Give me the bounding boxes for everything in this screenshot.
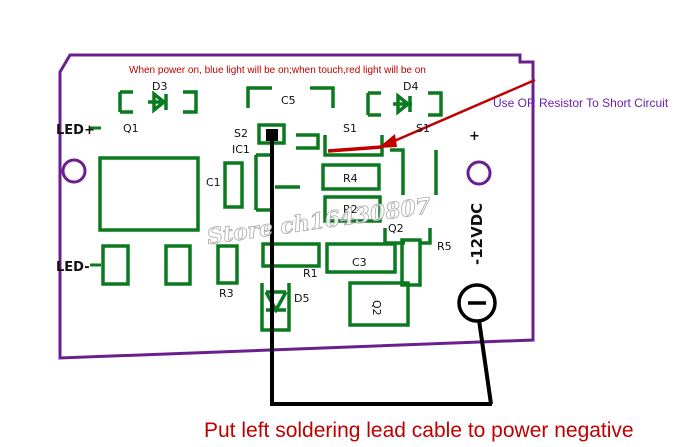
label-d3: D3 bbox=[152, 80, 167, 93]
q2-bottom-footprint bbox=[348, 281, 410, 327]
wire-joint bbox=[266, 129, 278, 141]
label-s2: S2 bbox=[234, 127, 248, 140]
label-s1a: S1 bbox=[343, 122, 357, 135]
r4-footprint bbox=[321, 163, 381, 191]
d3-diode-symbol bbox=[148, 90, 168, 114]
label-r3: R3 bbox=[219, 287, 234, 300]
c1-footprint bbox=[223, 161, 244, 209]
label-c5: C5 bbox=[281, 94, 296, 107]
negative-terminal bbox=[457, 283, 497, 323]
r3-footprint bbox=[216, 244, 239, 285]
board-outline bbox=[58, 53, 535, 360]
short-circuit-trace bbox=[327, 145, 383, 153]
label-s1b: S1 bbox=[416, 122, 430, 135]
ic1-pad-large bbox=[98, 156, 200, 232]
r1-footprint bbox=[261, 242, 321, 268]
annotation-arrow-head bbox=[378, 134, 397, 148]
label-d4: D4 bbox=[403, 80, 418, 93]
s2-pad bbox=[257, 123, 286, 145]
label-q2b: Q2 bbox=[370, 300, 383, 316]
c5-footprint bbox=[246, 86, 335, 108]
label-c1: C1 bbox=[206, 176, 221, 189]
note-resistor: Use OR Resistor To Short Circuit bbox=[493, 96, 669, 110]
c3-footprint bbox=[325, 242, 397, 274]
label-led-minus: LED- bbox=[56, 260, 90, 275]
label-voltage: -12VDC bbox=[468, 203, 486, 265]
label-ic1: IC1 bbox=[232, 143, 250, 156]
label-q2a: Q2 bbox=[388, 222, 404, 235]
r2-footprint bbox=[323, 195, 382, 223]
r5-footprint bbox=[400, 238, 422, 287]
label-c3: C3 bbox=[352, 256, 367, 269]
label-d5: D5 bbox=[294, 292, 309, 305]
d4-footprint bbox=[366, 91, 443, 117]
annotation-arrow-shaft bbox=[384, 78, 536, 147]
wire-vertical-right bbox=[477, 319, 493, 405]
note-bottom: Put left soldering lead cable to power n… bbox=[204, 419, 634, 442]
d4-diode-symbol bbox=[393, 92, 412, 116]
mounting-hole-left bbox=[61, 158, 87, 184]
label-r4: R4 bbox=[343, 172, 358, 185]
note-top: When power on, blue light will be on;whe… bbox=[129, 65, 426, 76]
s1-right-bracket bbox=[390, 148, 438, 195]
d3-footprint bbox=[118, 90, 198, 114]
s2-right bbox=[296, 133, 320, 150]
label-r5: R5 bbox=[437, 240, 452, 253]
label-r2: R2 bbox=[343, 203, 358, 216]
led-minus-pad-2 bbox=[164, 244, 192, 286]
mounting-hole-right bbox=[466, 160, 492, 186]
label-r1: R1 bbox=[303, 267, 318, 280]
ic1-bracket bbox=[254, 153, 300, 212]
silkscreen-footprints bbox=[98, 86, 443, 332]
led-minus-pad-1 bbox=[101, 244, 130, 286]
d5-diode-symbol bbox=[260, 283, 291, 332]
label-led-plus: LED+ bbox=[56, 123, 95, 138]
label-plus: + bbox=[469, 129, 480, 144]
label-q1: Q1 bbox=[123, 122, 139, 135]
